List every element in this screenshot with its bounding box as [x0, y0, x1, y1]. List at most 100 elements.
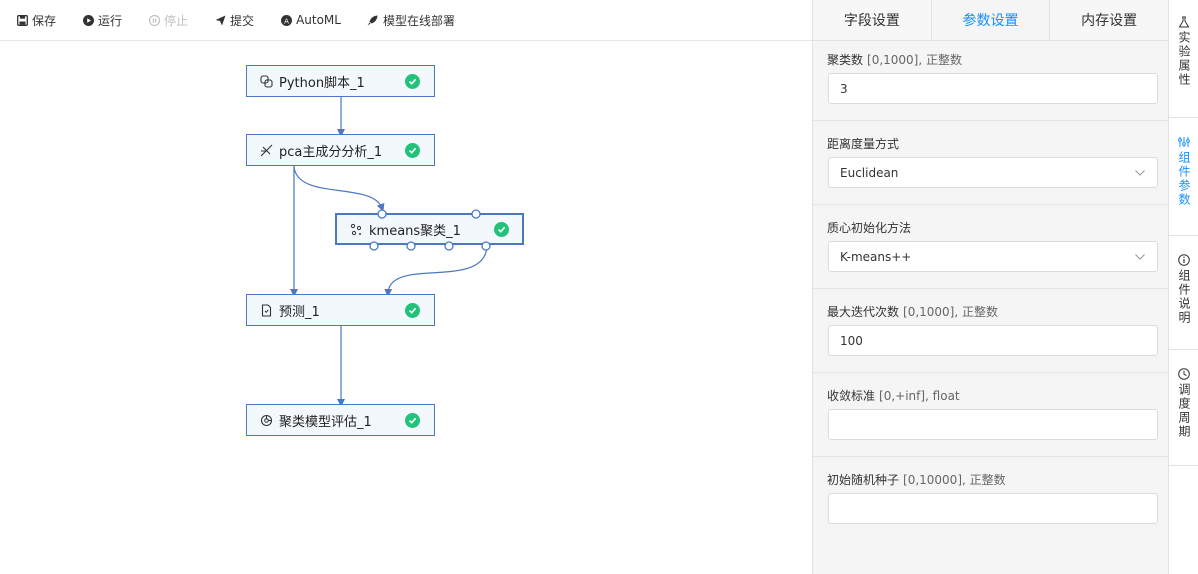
link-pca-kmeans	[293, 165, 385, 212]
python-icon	[260, 74, 273, 88]
clock-icon	[1178, 368, 1190, 380]
stop-button[interactable]: 停止	[148, 12, 188, 29]
pause-icon	[148, 14, 160, 26]
output-port	[369, 241, 379, 251]
divider	[1169, 465, 1198, 466]
sidebar-item-component-desc[interactable]: 组件说明	[1169, 254, 1198, 325]
node-predict[interactable]: 预测_1	[246, 294, 435, 326]
field-label: 初始随机种子	[827, 473, 900, 487]
play-icon	[82, 14, 94, 26]
kmeans-ports	[369, 209, 491, 251]
output-port	[481, 241, 491, 251]
centroid-init-select[interactable]: K-means++	[828, 241, 1158, 272]
divider	[813, 456, 1169, 457]
tab-param-settings[interactable]: 参数设置	[931, 0, 1051, 40]
node-label: Python脚本_1	[279, 75, 365, 91]
field-random-seed: 初始随机种子[0,10000], 正整数	[827, 472, 1158, 524]
divider	[813, 372, 1169, 373]
field-centroid-init: 质心初始化方法 K-means++	[827, 220, 1158, 272]
automl-icon: A	[280, 14, 292, 26]
run-button[interactable]: 运行	[82, 12, 122, 29]
save-icon	[16, 14, 28, 26]
sidebar-item-experiment-props[interactable]: 实验属性	[1169, 16, 1198, 87]
deploy-button[interactable]: 模型在线部署	[367, 12, 455, 29]
submit-label: 提交	[230, 13, 255, 28]
tab-field-settings[interactable]: 字段设置	[813, 0, 932, 40]
field-hint: [0,+inf], float	[879, 389, 960, 403]
document-icon	[260, 303, 273, 317]
sidebar-item-component-params[interactable]: 组件参数	[1169, 136, 1198, 207]
rocket-icon	[367, 14, 379, 26]
svg-text:A: A	[284, 17, 289, 25]
field-label: 距离度量方式	[827, 137, 900, 151]
divider	[813, 288, 1169, 289]
chevron-down-icon	[1135, 253, 1145, 260]
workflow-links	[290, 97, 488, 407]
field-cluster-count: 聚类数[0,1000], 正整数 3	[827, 52, 1158, 104]
field-label: 收敛标准	[827, 389, 876, 403]
input-port	[377, 209, 387, 219]
automl-label: AutoML	[296, 13, 341, 27]
right-vertical-sidebar: 实验属性 组件参数 组件说明 调度周期	[1168, 0, 1198, 574]
select-value: Euclidean	[840, 165, 899, 180]
sidebar-item-label: 组件参数	[1177, 151, 1191, 207]
divider	[813, 120, 1169, 121]
field-hint: [0,10000], 正整数	[903, 473, 1006, 487]
pca-icon	[260, 144, 273, 157]
sidebar-item-label: 调度周期	[1177, 383, 1191, 439]
field-max-iterations: 最大迭代次数[0,1000], 正整数 100	[827, 304, 1158, 356]
divider	[1169, 235, 1198, 236]
evaluate-icon	[260, 414, 273, 427]
node-cluster-eval[interactable]: 聚类模型评估_1	[246, 404, 435, 436]
field-label: 最大迭代次数	[827, 305, 900, 319]
sliders-icon	[1178, 136, 1190, 148]
field-label: 聚类数	[827, 53, 864, 67]
send-icon	[214, 14, 226, 26]
success-check-icon	[494, 222, 509, 237]
random-seed-input[interactable]	[828, 493, 1158, 524]
sidebar-item-label: 组件说明	[1177, 269, 1191, 325]
output-port	[406, 241, 416, 251]
convergence-input[interactable]	[828, 409, 1158, 440]
run-label: 运行	[98, 13, 123, 28]
select-value: K-means++	[840, 249, 912, 264]
experiment-icon	[1178, 16, 1190, 28]
node-label: 聚类模型评估_1	[279, 414, 372, 430]
cluster-icon	[350, 223, 363, 236]
input-port	[471, 209, 481, 219]
output-port	[444, 241, 454, 251]
save-label: 保存	[32, 13, 57, 28]
field-label: 质心初始化方法	[827, 221, 912, 235]
chevron-down-icon	[1135, 169, 1145, 176]
success-check-icon	[405, 413, 420, 428]
save-button[interactable]: 保存	[16, 12, 56, 29]
node-pca[interactable]: pca主成分分析_1	[246, 134, 435, 166]
cluster-count-input[interactable]: 3	[828, 73, 1158, 104]
sidebar-item-schedule[interactable]: 调度周期	[1169, 368, 1198, 439]
settings-panel: 字段设置 参数设置 内存设置 聚类数[0,1000], 正整数 3 距离度量方式…	[812, 0, 1169, 574]
field-convergence: 收敛标准[0,+inf], float	[827, 388, 1158, 440]
distance-metric-select[interactable]: Euclidean	[828, 157, 1158, 188]
info-icon	[1178, 254, 1190, 266]
field-hint: [0,1000], 正整数	[903, 305, 998, 319]
field-hint: [0,1000], 正整数	[867, 53, 962, 67]
panel-tabs: 字段设置 参数设置 内存设置	[813, 0, 1169, 41]
node-python-script[interactable]: Python脚本_1	[246, 65, 435, 97]
toolbar: 保存 运行 停止 提交 A AutoML	[0, 0, 812, 41]
automl-button[interactable]: A AutoML	[280, 13, 341, 27]
field-distance-metric: 距离度量方式 Euclidean	[827, 136, 1158, 188]
divider	[1169, 349, 1198, 350]
success-check-icon	[405, 143, 420, 158]
node-label: pca主成分分析_1	[279, 144, 383, 160]
tab-memory-settings[interactable]: 内存设置	[1050, 0, 1169, 40]
submit-button[interactable]: 提交	[214, 12, 254, 29]
workflow-canvas[interactable]: Python脚本_1 pca主成分分析_1 kmeans聚类_1	[0, 41, 812, 574]
sidebar-item-label: 实验属性	[1177, 31, 1191, 87]
node-kmeans[interactable]: kmeans聚类_1	[335, 213, 524, 245]
success-check-icon	[405, 303, 420, 318]
deploy-label: 模型在线部署	[382, 13, 455, 28]
divider	[813, 204, 1169, 205]
max-iterations-input[interactable]: 100	[828, 325, 1158, 356]
node-label: kmeans聚类_1	[369, 223, 461, 239]
